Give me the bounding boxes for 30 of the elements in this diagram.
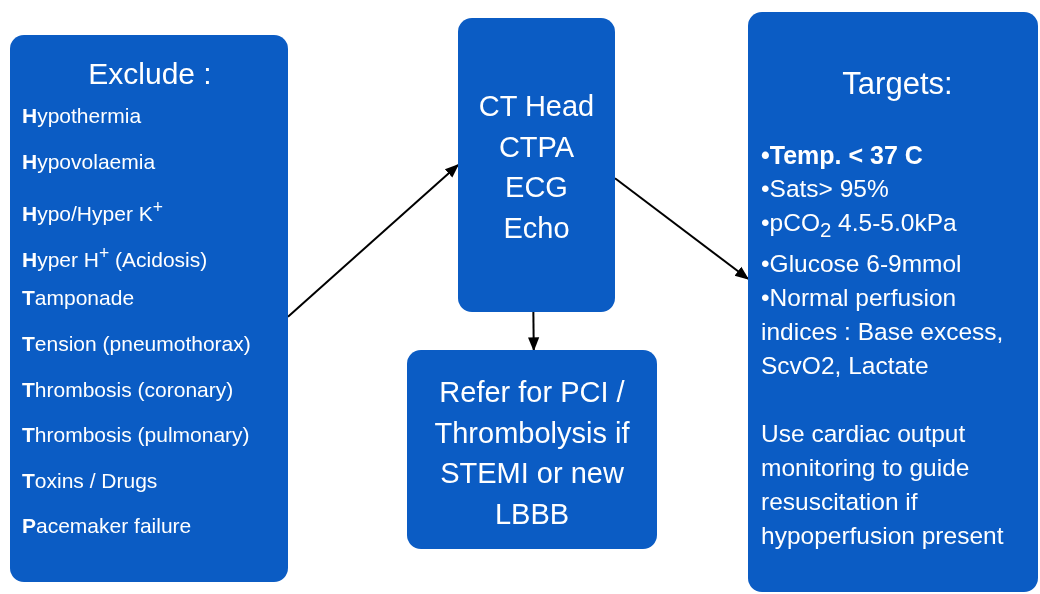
box-text: CTPA bbox=[497, 129, 576, 165]
process-box bbox=[10, 35, 288, 582]
box-text: Pacemaker failure bbox=[22, 513, 193, 540]
box-text: Refer for PCI / Thrombolysis if STEMI or new LBBB bbox=[433, 375, 631, 532]
box-text: Thrombosis (pulmonary) bbox=[22, 422, 251, 449]
box-heading: Exclude : bbox=[87, 57, 213, 91]
arrow bbox=[287, 164, 460, 318]
box-text: •Glucose 6-9mmol bbox=[761, 248, 963, 279]
box-text: Tension (pneumothorax) bbox=[22, 330, 252, 357]
box-text: •Temp. < 37 C bbox=[761, 140, 924, 171]
box-text: •pCO$_{2}$ 4.5-5.0kPa bbox=[761, 208, 958, 243]
box-text: •Sats> 95% bbox=[761, 174, 890, 204]
box-text: •Normal perfusion indices : Base excess, ScvO2, Lactate bbox=[761, 282, 1005, 381]
box-text: Hypovolaemia bbox=[22, 148, 157, 175]
box-text: Hypo/Hyper K$^{+}$ bbox=[22, 196, 164, 228]
box-text: Toxins / Drugs bbox=[22, 467, 159, 494]
arrow bbox=[614, 177, 750, 280]
box-text: Echo bbox=[502, 210, 571, 246]
process-box bbox=[748, 12, 1038, 592]
process-box bbox=[458, 18, 615, 312]
box-text: Hypothermia bbox=[22, 103, 143, 129]
box-text: Thrombosis (coronary) bbox=[22, 376, 235, 403]
process-box bbox=[407, 350, 657, 549]
box-text: Tamponade bbox=[22, 285, 136, 312]
box-text: CT Head bbox=[477, 89, 596, 124]
arrow bbox=[528, 311, 540, 352]
box-text: ECG bbox=[504, 170, 569, 205]
box-text: Hyper H$^{+}$ (Acidosis) bbox=[22, 241, 209, 273]
box-text: Use cardiac output monitoring to guide resuscitation if hypoperfusion present bbox=[761, 418, 1005, 551]
box-heading: Targets: bbox=[841, 66, 954, 102]
